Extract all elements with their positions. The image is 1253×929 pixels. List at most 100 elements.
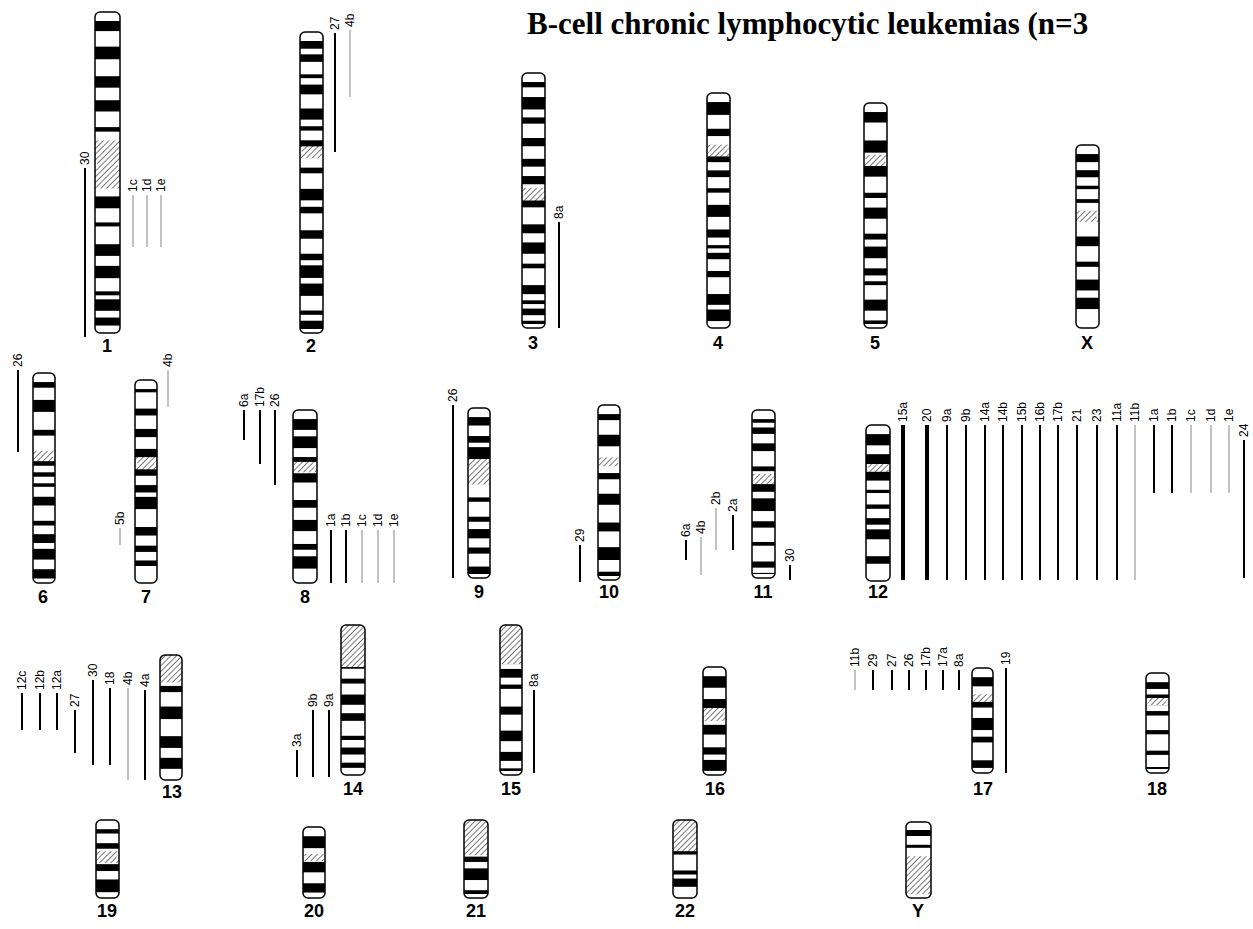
case-label: 17b xyxy=(254,387,267,407)
case-line xyxy=(558,222,560,328)
case-label: 4b xyxy=(344,14,357,27)
case-line xyxy=(328,710,330,777)
chromosome-number: 1 xyxy=(102,336,112,356)
case-line xyxy=(965,425,967,580)
case-line xyxy=(872,670,874,690)
case-line xyxy=(901,425,905,580)
case-label: 12c xyxy=(16,671,29,690)
chromosome-number: 4 xyxy=(713,333,723,353)
chromosome-number: 18 xyxy=(1147,779,1167,799)
case-label: 27 xyxy=(69,694,82,707)
case-label: 18 xyxy=(104,672,117,685)
case-line xyxy=(144,690,146,780)
case-line xyxy=(1039,425,1041,580)
case-line xyxy=(1171,425,1173,493)
chromosome xyxy=(134,380,158,583)
chromosome-number: 21 xyxy=(466,901,486,921)
chromosome xyxy=(863,103,888,328)
case-line xyxy=(925,425,929,580)
case-line xyxy=(109,688,111,765)
chromosome xyxy=(865,425,891,581)
case-label: 21 xyxy=(1071,409,1084,422)
chromosome-number: 7 xyxy=(141,587,151,607)
case-label: 1c xyxy=(127,179,140,192)
case-line xyxy=(685,540,687,560)
case-label: 12a xyxy=(51,670,64,690)
case-line xyxy=(715,508,716,550)
case-label: 4a xyxy=(139,674,152,687)
case-label: 17b xyxy=(1052,402,1065,422)
case-label: 1d xyxy=(141,179,154,192)
figure-title: B-cell chronic lymphocytic leukemias (n=… xyxy=(527,6,1088,42)
chromosome-number: X xyxy=(1081,333,1093,353)
case-label: 1e xyxy=(1223,409,1236,422)
case-label: 9b xyxy=(960,409,973,422)
chromosome-number: 14 xyxy=(343,779,363,799)
chromosome-number: 10 xyxy=(599,582,619,602)
case-label: 1d xyxy=(1205,409,1218,422)
case-line xyxy=(167,370,168,407)
case-line xyxy=(1228,425,1229,493)
chromosome-number: 3 xyxy=(528,333,538,353)
case-label: 9a xyxy=(941,409,954,422)
chromosome xyxy=(702,667,727,775)
chromosome-number: 2 xyxy=(306,336,316,356)
case-label: 29 xyxy=(867,654,880,667)
case-line xyxy=(1096,425,1098,580)
case-line xyxy=(84,168,86,337)
case-label: 4b xyxy=(162,354,175,367)
case-label: 30 xyxy=(784,549,797,562)
chromosome-number: 15 xyxy=(501,779,521,799)
chromosome xyxy=(1145,673,1170,773)
case-line xyxy=(56,693,58,730)
case-label: 1b xyxy=(1166,409,1179,422)
case-label: 5b xyxy=(114,512,127,525)
case-label: 16b xyxy=(1034,402,1047,422)
case-label: 27 xyxy=(329,17,342,30)
case-label: 26 xyxy=(447,389,460,402)
case-line xyxy=(377,530,378,583)
case-label: 30 xyxy=(87,664,100,677)
case-line xyxy=(1021,425,1023,580)
chromosome xyxy=(299,32,324,333)
case-line xyxy=(1057,425,1059,580)
chromosome-number: 12 xyxy=(868,582,888,602)
case-line xyxy=(160,195,161,247)
case-label: 20 xyxy=(921,409,934,422)
case-line xyxy=(146,195,147,247)
case-label: 12b xyxy=(34,670,47,690)
case-line xyxy=(579,545,581,582)
case-line xyxy=(1243,440,1245,578)
case-line xyxy=(345,530,347,583)
case-label: 14b xyxy=(997,402,1010,422)
case-line xyxy=(942,670,944,690)
chromosome xyxy=(160,655,182,780)
case-label: 26 xyxy=(903,654,916,667)
chromosome xyxy=(95,820,120,898)
case-label: 14a xyxy=(979,402,992,422)
case-line xyxy=(132,195,133,247)
case-line xyxy=(330,530,332,583)
chromosome xyxy=(706,93,731,328)
case-line xyxy=(17,370,19,452)
case-line xyxy=(1153,425,1155,493)
case-line xyxy=(349,30,350,97)
case-label: 1a xyxy=(1148,409,1161,422)
case-label: 11b xyxy=(1129,403,1142,422)
case-line xyxy=(854,670,855,690)
case-label: 3a xyxy=(291,734,304,747)
case-label: 26 xyxy=(269,394,282,407)
chromosome xyxy=(751,410,776,578)
case-label: 9b xyxy=(307,694,320,707)
chromosome-number: 20 xyxy=(304,901,324,921)
case-line xyxy=(1190,425,1191,493)
case-line xyxy=(946,425,948,580)
chromosome xyxy=(292,410,318,583)
case-label: 29 xyxy=(574,529,587,542)
case-label: 6a xyxy=(680,524,693,537)
case-label: 8a xyxy=(553,206,566,219)
case-line xyxy=(1116,425,1118,580)
case-label: 1e xyxy=(155,179,168,192)
case-line xyxy=(958,670,960,690)
case-label: 1d xyxy=(372,514,385,527)
